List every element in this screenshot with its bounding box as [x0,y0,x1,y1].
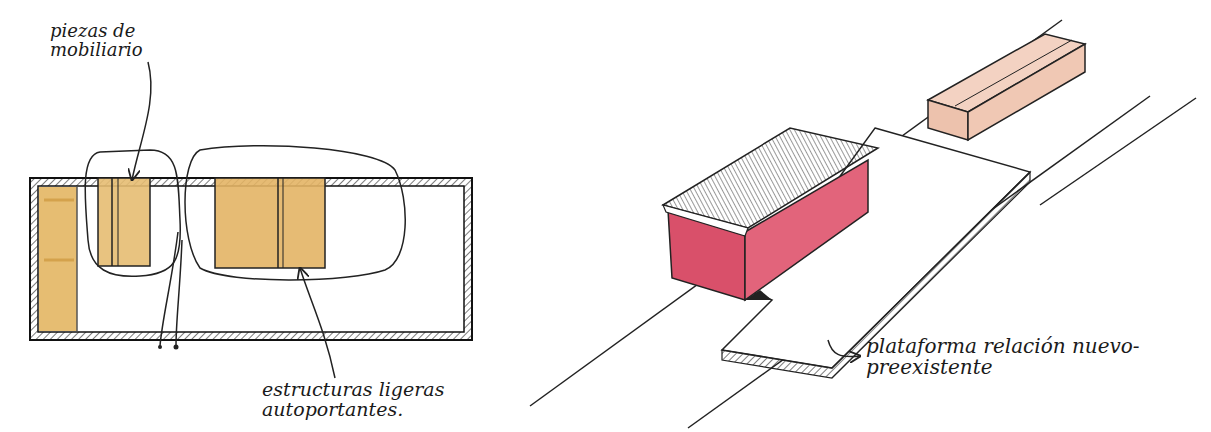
zone-outline [185,146,405,280]
zone-outline [85,150,180,276]
annotation-label: estructuras ligeras autoportantes. [262,380,512,420]
axonometric-view [530,20,1196,428]
annotation-label: piezas de mobiliario [50,22,200,60]
annotation-label: plataforma relación nuevo-preexistente [866,336,1166,378]
floor-plan [30,62,472,378]
house-roof [663,128,878,228]
furniture-piece [98,178,150,266]
furniture-piece [215,178,325,268]
wood-strip [39,187,77,331]
